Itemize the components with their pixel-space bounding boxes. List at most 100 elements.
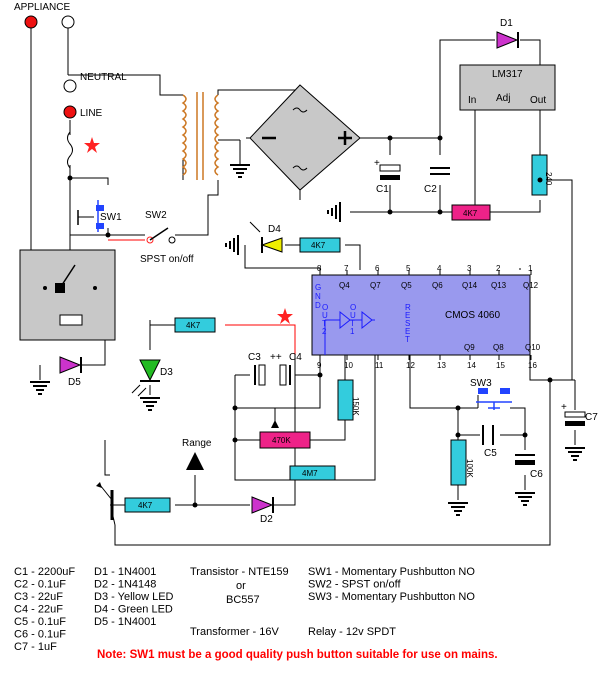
pin-label-vertical: S (405, 319, 410, 328)
c3-capacitor (254, 364, 266, 386)
c7-label: C7 (585, 412, 598, 423)
appliance-terminal[interactable] (24, 15, 38, 29)
pin-number: 14 (467, 361, 476, 370)
r4k7-base-resistor: 4K7 (124, 497, 171, 513)
r4k7-reg-resistor: 4K7 (451, 198, 491, 221)
pin-label: Q5 (401, 281, 412, 290)
legend-capacitor-item: C7 - 1uF (14, 641, 57, 653)
sw2-switch[interactable] (146, 227, 176, 244)
pin-label-vertical: E (405, 327, 410, 336)
legend-switch-item: SW1 - Momentary Pushbutton NO (308, 566, 475, 578)
fuse (67, 131, 73, 169)
pin-label-vertical: O (322, 303, 328, 312)
d2-diode (251, 496, 274, 514)
pin-label-vertical: 1 (350, 327, 355, 336)
c5-label: C5 (484, 448, 497, 459)
sw2-label: SW2 (145, 210, 167, 221)
pin-label-vertical: O (350, 303, 356, 312)
ground-icon-4 (447, 502, 469, 516)
d4-led (249, 221, 283, 253)
legend-capacitor-item: C3 - 22uF (14, 591, 63, 603)
d3-label: D3 (160, 367, 173, 378)
range-label: Range (182, 438, 212, 449)
r4m7-resistor: 4M7 (289, 465, 336, 481)
ground-icon-3 (139, 397, 161, 411)
svg-text:4K7: 4K7 (186, 321, 201, 330)
relay (19, 249, 116, 341)
legend-transistor-item: BC557 (226, 594, 260, 606)
pin-label: Q7 (370, 281, 381, 290)
c2-label: C2 (424, 184, 437, 195)
c3c4-plus: ++ (270, 352, 282, 363)
legend-capacitor-item: C2 - 0.1uF (14, 579, 66, 591)
c7-plus: + (561, 402, 567, 413)
c3-label: C3 (248, 352, 261, 363)
line-terminal[interactable] (63, 105, 77, 119)
r100k-resistor: 100K (450, 439, 474, 486)
pin-number: 9 (317, 361, 322, 370)
red-wires (108, 239, 296, 355)
d1-diode (496, 31, 519, 49)
c1-plus: + (374, 158, 380, 169)
pin-label-gnd: D (315, 301, 321, 310)
lm317-pin-in: In (468, 95, 476, 106)
r470k-potentiometer: 470K (259, 420, 311, 449)
legend-transistor-item: Transistor - NTE159 (190, 566, 289, 578)
c5-capacitor (482, 425, 494, 445)
legend-capacitor-item: C5 - 0.1uF (14, 616, 66, 628)
pin-label-vertical: E (405, 311, 410, 320)
svg-text:4M7: 4M7 (302, 469, 318, 478)
sw3-pushbutton[interactable] (476, 388, 512, 410)
c4-capacitor (279, 364, 291, 386)
c6-capacitor (515, 454, 535, 465)
legend-transistor-item: or (236, 580, 246, 592)
pin-number: 16 (528, 361, 537, 370)
d3-led (131, 359, 161, 397)
legend-diode-item: D5 - 1N4001 (94, 616, 156, 628)
pin-number: 12 (406, 361, 415, 370)
appliance-label: APPLIANCE (14, 2, 70, 13)
svg-text:100K: 100K (465, 459, 474, 478)
pin-number: 5 (406, 264, 411, 273)
pin-number: 1 (528, 264, 533, 273)
pin-label-vertical: U (350, 311, 356, 320)
c2-capacitor (430, 167, 450, 175)
ground-icon-7 (29, 381, 51, 395)
pin-label: Q12 (523, 281, 539, 290)
r150k-resistor: 150K (337, 379, 360, 421)
ground-icon (327, 201, 341, 223)
ground-icon-5 (514, 492, 536, 506)
pin-number: 11 (375, 361, 384, 370)
cmos-4060-chip: CMOS 4060 (311, 274, 531, 356)
svg-text:4K7: 4K7 (138, 501, 153, 510)
d5-label: D5 (68, 377, 81, 388)
pin-number: 4 (437, 264, 442, 273)
pin-label: Q8 (493, 343, 504, 352)
sw1-pushbutton[interactable] (77, 200, 104, 232)
d1-label: D1 (500, 18, 513, 29)
legend-transformer: Transformer - 16V (190, 626, 280, 638)
svg-text:150K: 150K (351, 397, 360, 416)
range-test-point[interactable] (186, 452, 204, 470)
neutral-terminal[interactable] (63, 79, 77, 93)
legend-capacitor-item: C1 - 2200uF (14, 566, 75, 578)
lm317-name: LM317 (492, 69, 523, 80)
legend-diode-item: D2 - 1N4148 (94, 579, 156, 591)
pin-number: 13 (437, 361, 446, 370)
counter-name: CMOS 4060 (445, 310, 500, 321)
sw1-label: SW1 (100, 212, 122, 223)
pin-label-vertical: U (322, 311, 328, 320)
pin-label: Q9 (464, 343, 475, 352)
svg-text:470K: 470K (272, 436, 291, 445)
r240-resistor: 240 (531, 154, 553, 196)
pin-number: 3 (467, 264, 472, 273)
pin-label: Q4 (339, 281, 350, 290)
warning-star-icon-2 (277, 308, 293, 324)
appliance-terminal-2[interactable] (61, 15, 75, 29)
warning-star-icon (84, 137, 100, 153)
ground-icon-2 (225, 234, 239, 256)
